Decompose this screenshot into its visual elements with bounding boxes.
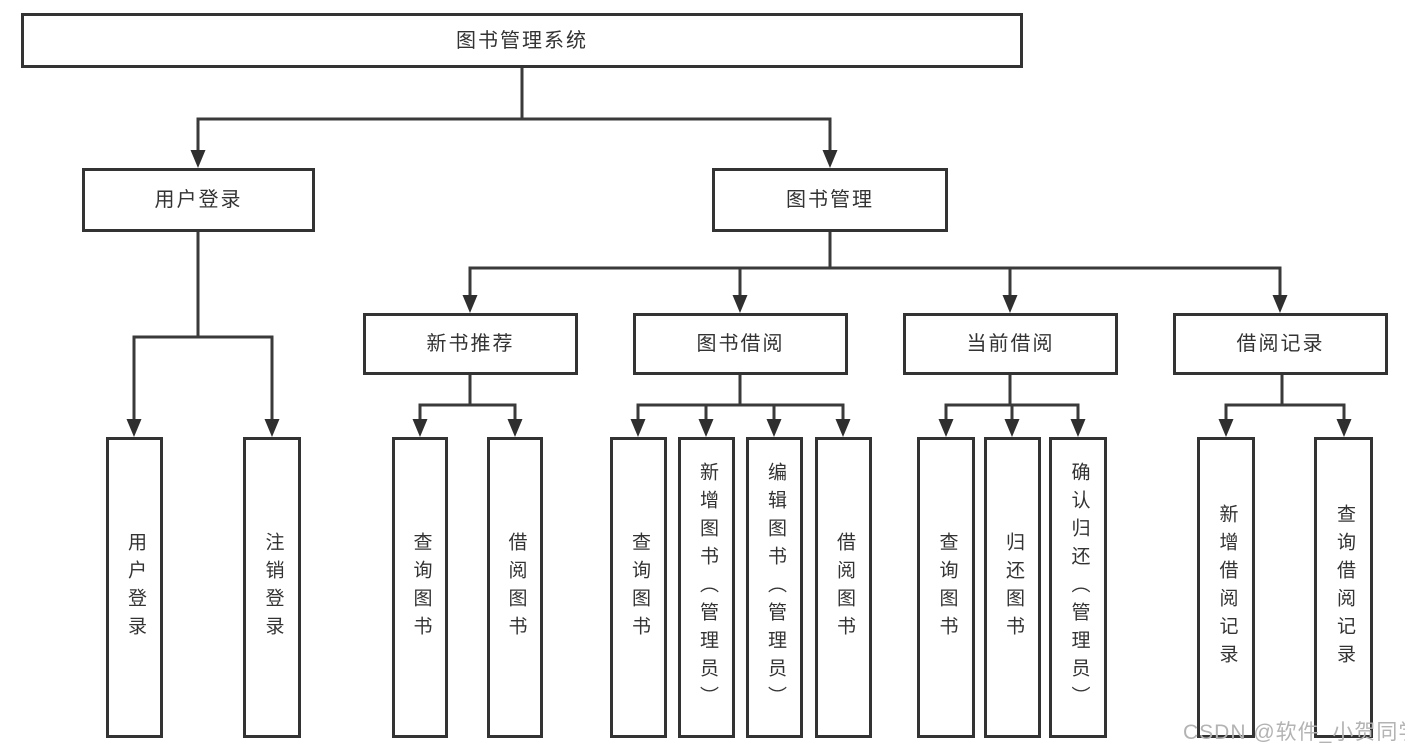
- arrowhead-current-borrow: [1002, 295, 1018, 313]
- arrowhead-user-login: [190, 150, 206, 168]
- arrowhead-b1: [412, 419, 428, 437]
- leaf-confirm-return-admin-label: 确认归还（管理员）: [1068, 461, 1090, 714]
- node-book-borrow: 图书借阅: [633, 313, 848, 375]
- node-new-book-recommend-label: 新书推荐: [426, 333, 515, 355]
- arrowhead-leaf-logout: [264, 419, 280, 437]
- node-borrow-records-label: 借阅记录: [1236, 333, 1325, 355]
- leaf-query-borrow-record: 查询借阅记录: [1314, 437, 1373, 738]
- leaf-edit-book-admin-label: 编辑图书（管理员）: [764, 461, 786, 714]
- arrowhead-d2: [1004, 419, 1020, 437]
- node-user-login-label: 用户登录: [154, 189, 243, 211]
- leaf-add-book-admin-label: 新增图书（管理员）: [696, 461, 718, 714]
- arrowhead-c2: [698, 419, 714, 437]
- leaf-borrow-books-recommend: 借阅图书: [487, 437, 543, 738]
- leaf-add-book-admin: 新增图书（管理员）: [678, 437, 735, 738]
- node-current-borrow-label: 当前借阅: [966, 333, 1055, 355]
- node-borrow-records: 借阅记录: [1173, 313, 1388, 375]
- leaf-return-book-label: 归还图书: [1002, 531, 1024, 644]
- leaf-query-books-current-label: 查询图书: [936, 531, 958, 644]
- leaf-query-books-recommend-label: 查询图书: [410, 531, 432, 644]
- leaf-query-books-borrow-label: 查询图书: [628, 531, 650, 644]
- arrowhead-c1: [630, 419, 646, 437]
- leaf-query-books-borrow: 查询图书: [610, 437, 667, 738]
- arrowhead-d1: [938, 419, 954, 437]
- arrowhead-borrow-records: [1272, 295, 1288, 313]
- arrowhead-e2: [1336, 419, 1352, 437]
- leaf-return-book: 归还图书: [984, 437, 1041, 738]
- node-book-management: 图书管理: [712, 168, 948, 232]
- arrowhead-new-book: [462, 295, 478, 313]
- arrowhead-b2: [507, 419, 523, 437]
- arrowhead-c3: [766, 419, 782, 437]
- leaf-confirm-return-admin: 确认归还（管理员）: [1049, 437, 1107, 738]
- arrowhead-e1: [1218, 419, 1234, 437]
- leaf-add-borrow-record: 新增借阅记录: [1197, 437, 1255, 738]
- leaf-borrow-books: 借阅图书: [815, 437, 872, 738]
- leaf-user-login-label: 用户登录: [124, 531, 146, 644]
- node-new-book-recommend: 新书推荐: [363, 313, 578, 375]
- leaf-logout: 注销登录: [243, 437, 301, 738]
- arrowhead-leaf-login: [126, 419, 142, 437]
- leaf-query-borrow-record-label: 查询借阅记录: [1333, 503, 1355, 672]
- leaf-borrow-books-recommend-label: 借阅图书: [505, 531, 527, 644]
- leaf-user-login: 用户登录: [106, 437, 163, 738]
- node-current-borrow: 当前借阅: [903, 313, 1118, 375]
- node-user-login: 用户登录: [82, 168, 315, 232]
- leaf-query-books-recommend: 查询图书: [392, 437, 448, 738]
- arrowhead-book-mgmt: [822, 150, 838, 168]
- arrowhead-book-borrow: [732, 295, 748, 313]
- node-book-management-label: 图书管理: [786, 189, 874, 211]
- node-system-root-label: 图书管理系统: [456, 29, 588, 52]
- leaf-borrow-books-label: 借阅图书: [833, 531, 855, 644]
- leaf-add-borrow-record-label: 新增借阅记录: [1216, 503, 1238, 672]
- leaf-edit-book-admin: 编辑图书（管理员）: [746, 437, 803, 738]
- node-book-borrow-label: 图书借阅: [696, 333, 785, 355]
- arrowhead-c4: [835, 419, 851, 437]
- csdn-watermark: CSDN @软件_小贺同学: [1183, 721, 1405, 744]
- leaf-logout-label: 注销登录: [262, 531, 284, 644]
- leaf-query-books-current: 查询图书: [917, 437, 975, 738]
- arrowhead-d3: [1070, 419, 1086, 437]
- node-system-root: 图书管理系统: [21, 13, 1023, 68]
